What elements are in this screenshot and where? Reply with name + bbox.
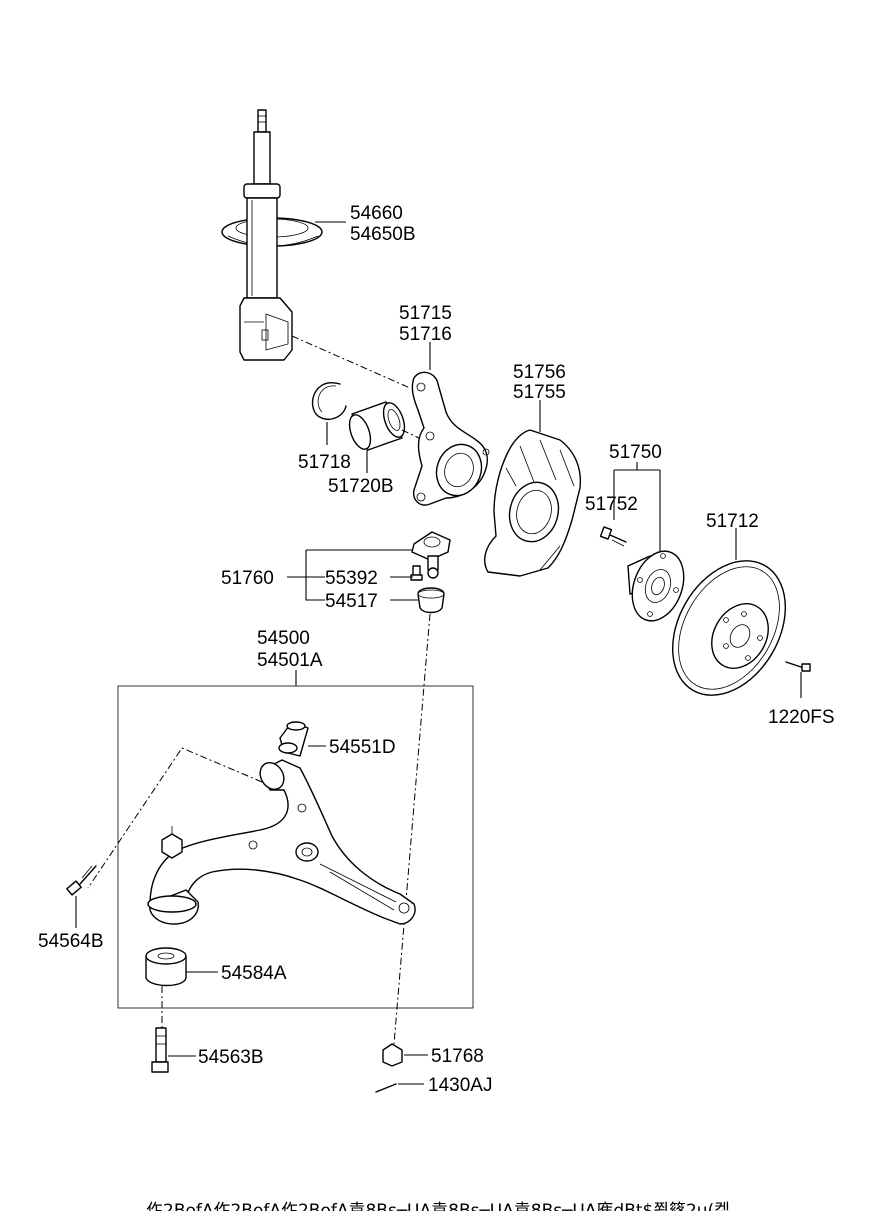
brake-disc	[671, 560, 787, 696]
label-1430AJ: 1430AJ	[428, 1075, 492, 1096]
front-bushing	[278, 721, 309, 757]
label-51716: 51716	[399, 324, 452, 345]
disc-screw	[785, 661, 811, 672]
label-54501A: 54501A	[257, 650, 323, 671]
wheel-bearing	[348, 401, 406, 451]
label-51718: 51718	[298, 452, 351, 473]
label-51760: 51760	[221, 568, 274, 589]
lower-control-arm	[147, 759, 416, 925]
label-51752: 51752	[585, 494, 638, 515]
dust-shield	[484, 429, 582, 577]
label-51750: 51750	[609, 442, 662, 463]
label-55392: 55392	[325, 568, 378, 589]
front-bolt-alignment-line	[87, 747, 263, 889]
label-51715: 51715	[399, 303, 452, 324]
footer-garbled-text: 㑅2BofA㑅2BofA㑅2BofA袁8Bs┬UA袁8Bs┬UA袁8Bs┬UA㢈…	[146, 1201, 730, 1211]
label-54584A: 54584A	[221, 963, 287, 984]
cotter-pin	[375, 1083, 397, 1093]
ball-joint	[411, 531, 451, 579]
label-54564B: 54564B	[38, 931, 104, 952]
ball-joint-alignment-line	[393, 613, 431, 1045]
hub-bolt	[599, 526, 627, 547]
rear-bushing	[145, 947, 187, 987]
label-51768: 51768	[431, 1046, 484, 1067]
label-54500: 54500	[257, 628, 310, 649]
label-54660: 54660	[350, 203, 403, 224]
flange-nut	[161, 826, 183, 859]
label-51755: 51755	[513, 382, 566, 403]
label-54551D: 54551D	[329, 737, 396, 758]
label-51712: 51712	[706, 511, 759, 532]
label-51720B: 51720B	[328, 476, 394, 497]
label-54650B: 54650B	[350, 224, 416, 245]
ball-joint-bolt	[410, 565, 423, 581]
steering-knuckle	[411, 371, 490, 506]
front-bolt	[66, 865, 97, 896]
label-1220FS: 1220FS	[768, 707, 835, 728]
leader-51760-bracket	[305, 550, 325, 601]
label-51756: 51756	[513, 362, 566, 383]
wheel-hub	[627, 550, 685, 622]
label-54517: 54517	[325, 591, 378, 612]
strut-assembly	[221, 109, 323, 361]
rear-bolt	[151, 1027, 169, 1073]
label-54563B: 54563B	[198, 1047, 264, 1068]
strut-knuckle-alignment-line	[291, 335, 411, 389]
dust-boot	[417, 587, 445, 614]
castle-nut	[382, 1043, 403, 1067]
snap-ring	[311, 381, 347, 420]
